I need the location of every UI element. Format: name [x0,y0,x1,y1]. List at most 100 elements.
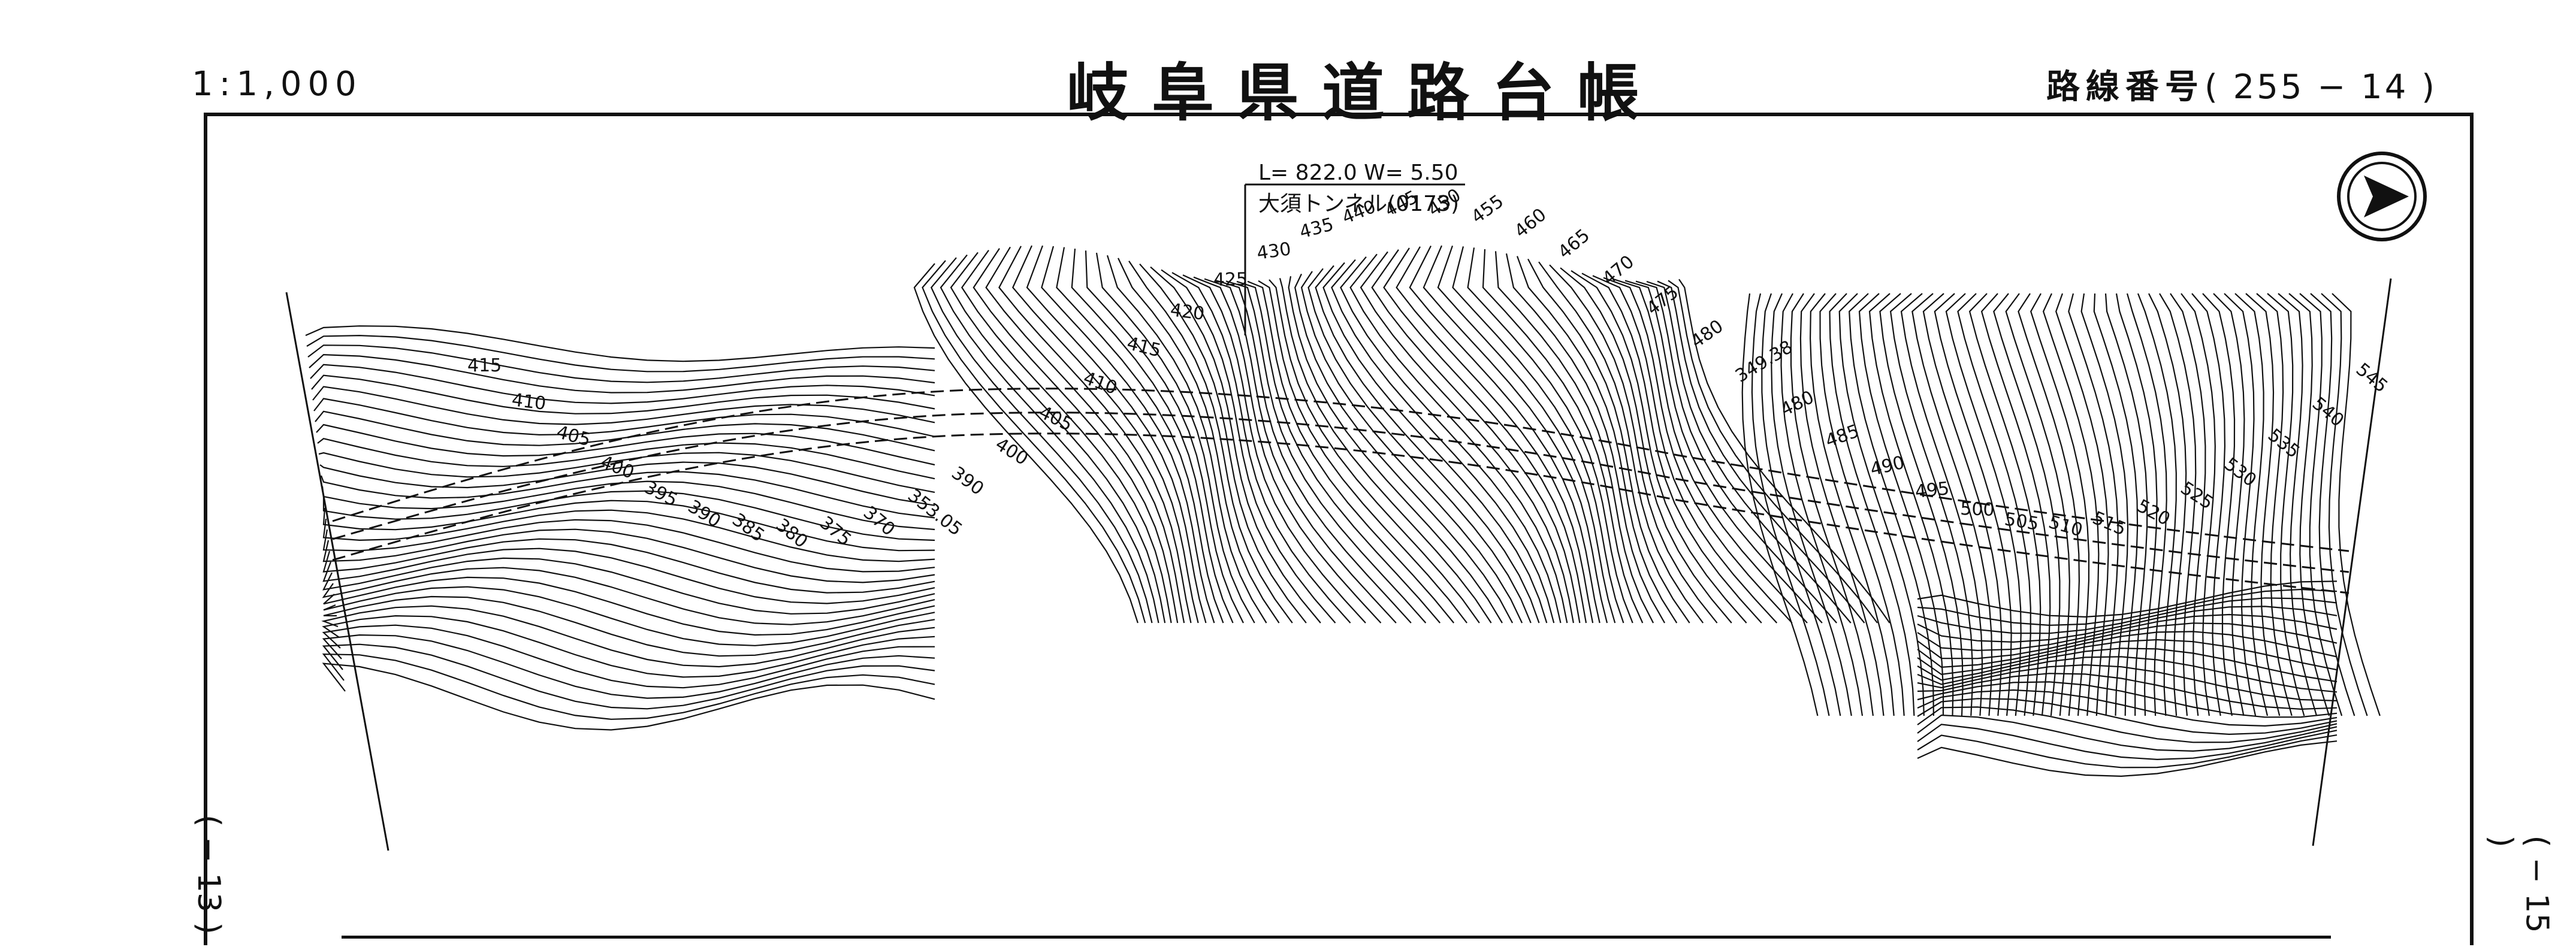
contour-line [1360,251,1574,624]
contour-line [1678,279,1891,624]
contour-line [322,500,935,552]
contour-line [322,615,935,678]
contour-line [1917,622,2338,659]
contour-line [1437,245,1616,624]
contour-line [940,254,1159,624]
contour-line [2068,293,2119,716]
contour-line [1085,250,1244,624]
contour-elevation-label: 400 [597,452,637,483]
contour-elevation-label: 515 [2089,507,2129,540]
contour-line [961,250,1172,624]
contour-line [322,557,935,615]
contour-line [2224,293,2257,716]
contour-line [313,398,935,437]
contour-line [1452,246,1624,624]
route-number-label: 路線番号 [2046,68,2204,107]
contour-line [1900,293,1983,716]
contour-line [2321,293,2368,716]
contour-line [2170,293,2206,716]
contour-line [1236,280,1441,624]
contour-line [1917,698,2338,736]
contour-line [1482,249,1644,624]
contour-elevation-label: 545 [2352,359,2391,397]
map-bottom-rule [342,936,2331,939]
contour-elevation-label: 460 [1511,204,1551,242]
contour-line [2256,293,2293,716]
contour-line [2042,293,2100,716]
contour-line [1527,258,1690,624]
contour-line [1409,246,1600,624]
contour-elevation-label: 390 [947,462,987,500]
contour-line [1993,293,2061,716]
contour-line [1917,706,2338,743]
contour-line [307,344,935,383]
contour-line [1095,252,1255,624]
contour-elevation-label: 435 [1297,214,1336,243]
contour-line [2181,293,2216,716]
contour-line [1917,580,2338,618]
contour-line [1780,293,1864,716]
contour-line [1349,253,1568,624]
contour-elevation-label: 405 [554,422,593,451]
contour-line [1288,276,1503,624]
contour-line [1635,280,1838,624]
contour-elevation-label: 455 [1467,190,1508,228]
contour-line [322,643,935,710]
contour-line [1741,293,1819,716]
contour-line [322,547,935,604]
contour-line [930,257,1153,624]
contour-line [1603,277,1793,624]
contour-line [1917,613,2338,652]
contour-elevation-label: 380 [772,515,812,552]
contour-line [1549,264,1718,624]
contour-line [1799,293,1885,716]
contour-elevation-label: 465 [1554,225,1594,264]
route-number: 路線番号( 255 − 14 ) [2046,60,2437,108]
north-arrow-icon [2337,152,2427,241]
contour-line [2093,293,2139,716]
contour-line [1279,278,1492,624]
contour-line [1771,293,1852,716]
contour-line [1056,247,1224,624]
contour-line [1128,261,1293,624]
contour-line [1917,588,2338,627]
contour-elevation-label: 425 [1213,269,1248,291]
contour-line [2137,293,2177,716]
contour-line [311,374,935,415]
contour-line [1294,273,1514,624]
contour-elevation-label: 530 [2220,453,2260,491]
contour-line [2278,293,2318,716]
contour-elevation-label: 400 [992,434,1032,470]
contour-elevation-label: 349.38 [1732,337,1796,387]
contour-line [1118,258,1280,624]
contour-line [1790,293,1874,716]
contour-line [322,653,935,720]
contour-line [1917,673,2338,710]
contour-line [2310,293,2355,716]
contour-line [2115,293,2158,716]
contour-line [1315,265,1540,624]
contour-line [322,519,935,573]
tunnel-name: 大須トンネル(0173) [1258,192,1459,216]
contour-line [1371,249,1581,624]
contour-line [1829,293,1915,716]
contour-line [1934,293,2012,716]
contour-line [323,586,935,646]
contour-line [1322,262,1548,624]
contour-line [322,528,935,583]
contour-line [2213,293,2245,716]
contour-elevation-label: 485 [1823,420,1862,452]
contour-line [2245,293,2281,716]
contour-line [1668,280,1878,624]
contour-line [1917,664,2338,701]
contour-line [2202,293,2236,716]
contour-line [1917,714,2338,752]
contour-line [1889,293,1973,716]
contour-line [913,263,1138,624]
contour-elevation-label: 480 [1777,387,1817,421]
contour-elevation-label: 540 [2308,393,2348,431]
contour-line [2126,293,2167,716]
contour-elevation-label: 410 [1080,368,1120,399]
contour-lines [305,245,2381,777]
